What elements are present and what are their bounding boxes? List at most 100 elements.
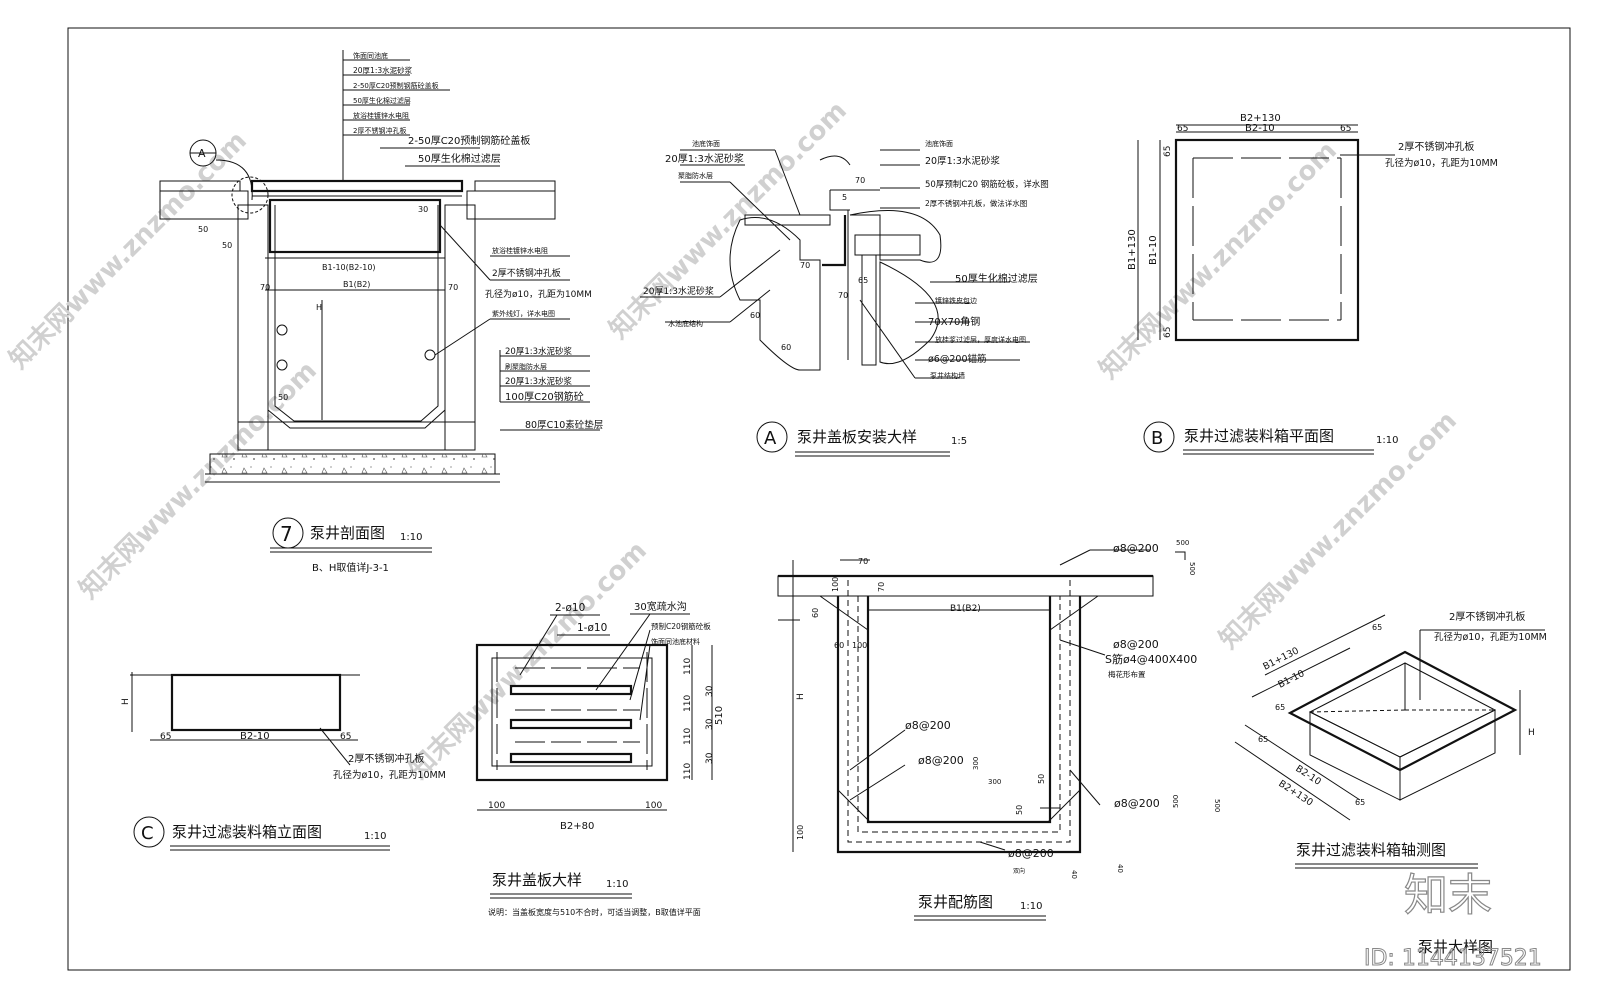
layer-label: 2厚不锈钢冲孔板 [353,126,406,135]
dimension: 70 [838,291,848,300]
dimension: 65 [1275,703,1285,712]
dimension: 50 [222,241,232,250]
plate-label: 2厚不锈钢冲孔板 [1398,140,1474,153]
dimension: 5 [842,193,847,202]
dimension: 100 [831,577,840,592]
dimension: 50 [278,393,288,402]
rebar-label: ø8@200 [905,719,951,732]
plan-b-labels: B2+130 B2-10 65 65 65 65 B1+130 B1-10 2厚… [1127,113,1498,455]
dimension: H [796,693,806,700]
dimension: B2+80 [560,821,594,832]
dimension: 60 [811,608,820,618]
dimension: 500 [1213,799,1221,812]
view-marker: C [141,823,154,844]
pipe-label: 放浴桂镀锌水电阻 [492,246,548,255]
dimension: 60 [781,343,791,352]
view-title: 泵井盖板安装大样 [797,428,917,446]
dimension: 65 [1355,798,1365,807]
dimension: 500 [1188,562,1196,575]
rebar-label: S筋ø4@400X400 [1105,652,1197,666]
view-scale: 1:10 [400,532,422,543]
dimension: 70 [260,283,270,292]
layer-label: 20厚1:3水泥砂浆 [643,285,714,297]
uv-lamp-label: 紫外线灯，详水电图 [492,309,555,318]
layer-label: 50厚生化棉过滤层 [353,96,411,105]
cover-label: 2-50厚C20预制钢筋砼盖板 [408,134,530,147]
dimension: 100 [488,801,505,811]
layer-label: 刷聚脂防水层 [505,362,547,371]
dimension: 70 [800,261,810,270]
dimension: B1+130 [1261,645,1300,672]
view-title: 泵井过滤装料箱平面图 [1184,427,1334,445]
detail-ref-marker: A [198,147,206,160]
dimension: 100 [645,801,662,811]
dimension: H [121,698,131,705]
dimension: 110 [683,763,693,780]
dimension: 50 [198,225,208,234]
dimension: 50 [1015,805,1024,815]
rebar-label: 1-ø10 [577,622,607,634]
view-marker: B [1151,428,1163,449]
dimension: B1-10 [1276,668,1306,691]
dimension: 40 [1116,864,1124,873]
watermark-text: 知末网www.znzmo.com [4,126,253,375]
dimension: B2-10 [1245,123,1275,134]
layer-label: 池底饰面 [692,139,720,148]
dimension: 65 [340,732,351,742]
cover-note: 说明：当盖板宽度与510不合时，可适当调整，B取值详平面 [488,907,701,917]
dimension: 30 [705,718,715,730]
dimension: 110 [683,658,693,675]
dimension: 70 [858,557,868,566]
view-note: B、H取值详J-3-1 [312,561,389,574]
cover-drawing [475,613,713,811]
view-title: 泵井过滤装料箱轴测图 [1296,841,1446,859]
layer-label: 镀锌铁皮包边 [935,296,977,305]
dimension: 65 [1340,124,1351,134]
rebar-label: ø8@200 [1008,847,1054,860]
dimension: 40 [1070,870,1078,879]
rebar-label: ø8@200 [1114,797,1160,810]
dimension: 300 [972,757,980,770]
rebar-label: ø8@200 [1113,542,1159,555]
layer-label: ø6@200锚筋 [928,353,987,365]
dimension: 110 [683,695,693,712]
layer-label: 100厚C20钢筋砼 [505,390,584,403]
dimension: 65 [160,732,171,742]
dimension: 500 [1172,795,1180,808]
view-title: 泵井剖面图 [310,524,385,542]
sheet-title-stamp: 泵井大样图 [1418,938,1493,956]
watermark-text: 知末网www.znzmo.com [404,536,653,785]
dimension: H [1528,728,1535,738]
view-title: 泵井配筋图 [918,893,993,911]
detail-a-drawing [640,149,1030,379]
view-scale: 1:10 [1376,435,1398,446]
layer-label: 放浴桂镀锌水电阻 [353,111,409,120]
dimension: 30 [705,752,715,764]
rebar-label: 双向 [1013,867,1025,875]
elevation-c-drawing [130,672,360,766]
id-label: ID: 1144137521 [1364,946,1542,971]
view-marker-circle [133,816,165,848]
layer-label: 70X70角钢 [928,315,980,328]
plate-label: 2厚不锈钢冲孔板 [348,752,424,765]
hole-label: 孔径为ø10，孔距为10MM [1434,631,1547,643]
dimension: B2+130 [1240,113,1281,124]
dimension: 100 [796,825,805,840]
layer-label: 水池底结构 [668,319,703,328]
section-7-drawing [159,50,600,483]
dimension: 70 [877,582,886,592]
dimension: 30 [418,205,428,214]
dimension: 50 [1037,774,1046,784]
dimension: 60 [750,311,760,320]
plate-label: 2厚不锈钢冲孔板 [1449,610,1525,623]
dimension: 510 [714,706,725,725]
hole-label: 孔径为ø10，孔距为10MM [485,288,592,300]
concrete-label: 预制C20钢筋砼板 [651,621,711,631]
rebar-drawing [777,549,1186,854]
view-marker-circle [756,421,788,453]
layer-label: 2-50厚C20预制钢筋砼盖板 [353,81,439,90]
view-scale: 1:10 [606,879,628,890]
watermark-text: 知末网www.znzmo.com [604,96,853,345]
plate-label: 2厚不锈钢冲孔板 [492,267,561,279]
